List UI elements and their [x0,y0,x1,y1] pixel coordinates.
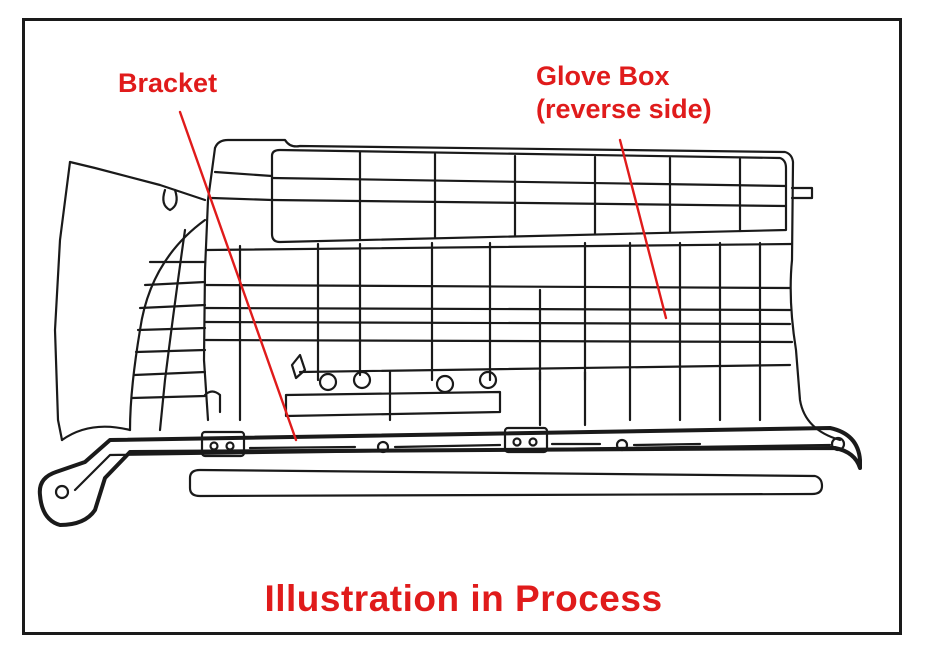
glove-box-label: Glove Box [536,61,670,91]
bracket-leader-line [178,110,298,442]
bracket-label: Bracket [118,68,218,98]
glove-box [188,138,842,498]
illustration-caption: Illustration in Process [264,578,663,619]
bracket [37,426,862,527]
glove-box-leader-line [618,138,668,320]
illustration-frame [22,18,902,635]
glove-box-hinge-side [53,160,207,442]
glove-box-sublabel: (reverse side) [536,94,712,124]
